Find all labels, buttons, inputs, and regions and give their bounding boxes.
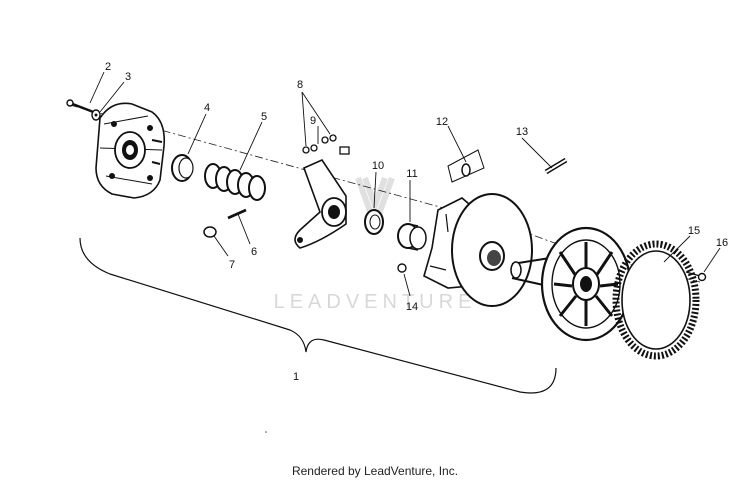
part-fixed-sheave[interactable] <box>510 226 632 342</box>
part-5-spring[interactable] <box>204 163 266 201</box>
part-16-screw[interactable] <box>685 271 707 282</box>
callout-labels: 2 3 4 5 6 7 8 9 10 11 12 13 14 15 16 1 <box>105 61 728 383</box>
callout-6: 6 <box>251 246 257 258</box>
part-spider-arm[interactable] <box>294 158 347 249</box>
callout-16: 16 <box>716 237 728 249</box>
callout-1: 1 <box>293 371 299 383</box>
part-moveable-sheave[interactable] <box>423 193 533 307</box>
part-2-bolt[interactable] <box>66 99 97 115</box>
part-8-9-hardware[interactable] <box>302 134 350 155</box>
callout-8: 8 <box>297 79 303 91</box>
callout-10: 10 <box>372 160 384 172</box>
callout-7: 7 <box>229 259 235 271</box>
callout-9: 9 <box>310 115 316 127</box>
callout-2: 2 <box>105 61 111 73</box>
part-cover-cap[interactable] <box>95 102 166 199</box>
footer-credit: Rendered by LeadVenture, Inc. <box>291 464 459 478</box>
part-4-bushing[interactable] <box>171 154 194 182</box>
callout-11: 11 <box>406 168 417 180</box>
part-11-bushing[interactable] <box>397 223 427 251</box>
part-12-weight[interactable] <box>447 149 485 183</box>
callout-13: 13 <box>516 126 528 138</box>
callout-14: 14 <box>406 301 418 313</box>
part-3-washer[interactable] <box>91 109 101 121</box>
part-14-nut[interactable] <box>397 263 407 273</box>
part-6-pin[interactable] <box>227 208 247 220</box>
callout-3: 3 <box>125 71 131 83</box>
callout-4: 4 <box>204 102 210 114</box>
leader-lines <box>89 71 721 297</box>
part-7-button[interactable] <box>203 226 217 238</box>
callout-15: 15 <box>688 225 700 237</box>
part-13-pin[interactable] <box>544 157 568 175</box>
callout-5: 5 <box>261 111 267 123</box>
part-10-washer[interactable] <box>364 209 384 235</box>
assembly-bracket <box>79 237 557 394</box>
part-15-ring-gear[interactable] <box>612 240 700 360</box>
watermark-text: LEADVENTURE <box>274 291 477 313</box>
callout-12: 12 <box>436 116 448 128</box>
